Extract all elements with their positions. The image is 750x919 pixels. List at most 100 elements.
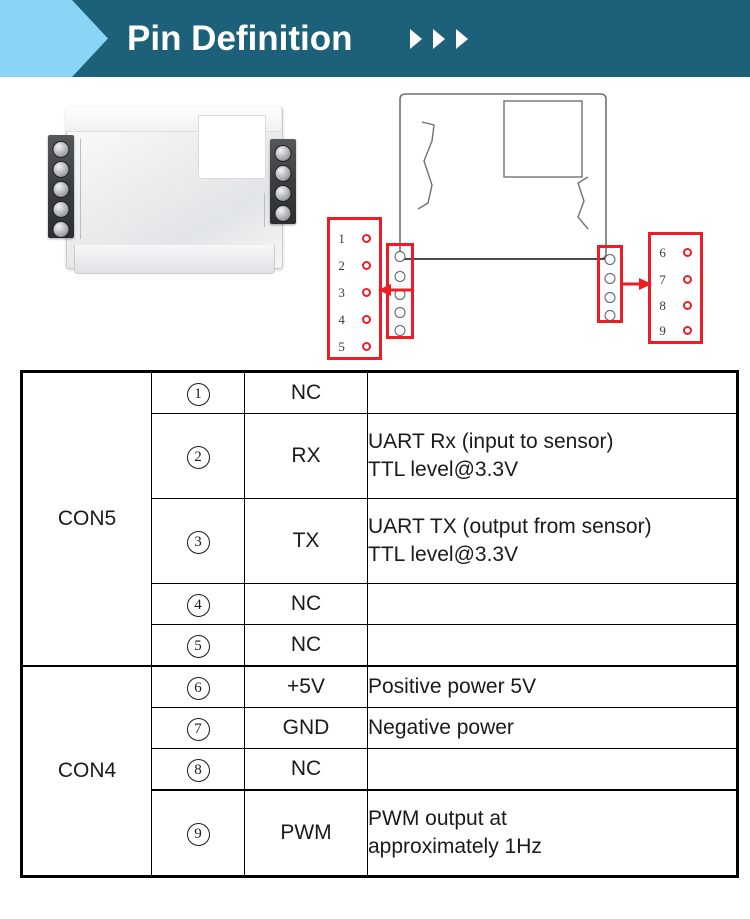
pin-hole-icon — [394, 325, 406, 336]
pin-dot-icon — [682, 274, 692, 284]
pin-dot-icon — [361, 314, 371, 324]
page-title: Pin Definition — [127, 18, 353, 58]
photo-wire — [80, 139, 81, 239]
description-line: PWM output at — [368, 807, 507, 831]
description-line: TTL level@3.3V — [368, 458, 519, 481]
screw-terminal-icon — [274, 205, 292, 222]
callout-box-con4: 6 7 8 9 — [648, 232, 703, 344]
description-line: approximately 1Hz — [368, 835, 542, 858]
table-row: 9 PWM PWM output at approximately 1Hz — [22, 789, 738, 877]
description-cell: Negative power — [367, 707, 738, 749]
chevron-group — [410, 28, 468, 49]
pin-number-cell: 3 — [151, 498, 245, 584]
group-label-con5: CON5 — [21, 371, 152, 667]
description-cell — [367, 624, 738, 667]
table-row: 4 NC — [22, 583, 738, 625]
description-cell — [367, 371, 738, 414]
group-label-con4: CON4 — [21, 665, 152, 877]
pin-dot-icon — [361, 260, 371, 270]
table-row: 3 TX UART TX (output from sensor) TTL le… — [22, 498, 738, 584]
screw-terminal-icon — [52, 201, 70, 218]
circled-number: 4 — [186, 594, 210, 617]
description-line: Positive power 5V — [368, 675, 537, 699]
pin-hole-icon — [604, 310, 616, 321]
circled-number: 9 — [186, 823, 210, 846]
signal-cell: NC — [244, 371, 368, 414]
screw-terminal-icon — [52, 181, 70, 198]
pin-hole-icon — [394, 251, 406, 262]
screw-terminal-icon — [274, 165, 292, 182]
signal-cell: TX — [244, 498, 368, 584]
callout-pin-number: 4 — [338, 311, 345, 327]
description-line: UART Rx (input to sensor) — [368, 430, 614, 454]
banner-arrow-shape — [0, 0, 108, 77]
callout-arrow-right-icon — [620, 278, 652, 290]
pin-definition-table-wrap: CON5 1 NC 2 RX UART Rx (input to sensor)… — [20, 370, 739, 878]
pin-dot-icon — [682, 300, 692, 310]
pin-dot-icon — [682, 325, 692, 335]
callout-arrow-left-icon — [378, 284, 411, 296]
pin-dot-icon — [361, 341, 371, 351]
pin-hole-icon — [394, 271, 406, 282]
circled-number: 2 — [186, 446, 210, 469]
signal-cell: NC — [244, 748, 368, 791]
sensor-module-photo — [48, 97, 298, 279]
pin-hole-icon — [394, 307, 406, 318]
description-cell: PWM output at approximately 1Hz — [367, 789, 738, 877]
pin-hole-icon — [604, 273, 616, 284]
figure-area: 1 2 3 4 5 6 7 8 — [0, 77, 750, 360]
callout-pin-number: 2 — [338, 257, 345, 273]
chevron-right-icon — [433, 28, 445, 49]
callout-pin-number: 1 — [338, 230, 345, 246]
signal-cell: GND — [244, 707, 368, 749]
table-row: 5 NC — [22, 624, 738, 667]
pin-dot-icon — [682, 247, 692, 257]
table-row: 7 GND Negative power — [22, 707, 738, 749]
pin-hole-icon — [604, 254, 616, 265]
callout-pin-number: 7 — [659, 271, 666, 287]
callout-pin-number: 6 — [659, 244, 666, 260]
table-row: CON5 1 NC — [21, 371, 738, 667]
table-row: CON4 6 +5V Positive power 5V — [21, 665, 738, 877]
pin-definition-table: CON5 1 NC 2 RX UART Rx (input to sensor)… — [20, 370, 739, 878]
pin-dot-icon — [361, 287, 371, 297]
screw-terminal-icon — [274, 145, 292, 162]
pin-number-cell: 7 — [151, 707, 245, 749]
callout-pin-number: 3 — [338, 284, 345, 300]
callout-pin-number: 8 — [659, 297, 666, 313]
description-cell: UART TX (output from sensor) TTL level@3… — [367, 498, 738, 584]
description-line: UART TX (output from sensor) — [368, 515, 652, 539]
photo-right-connector-block — [270, 139, 296, 224]
table-row: 2 RX UART Rx (input to sensor) TTL level… — [22, 413, 738, 499]
callout-pin-number: 9 — [659, 322, 666, 338]
description-line: TTL level@3.3V — [368, 543, 519, 566]
description-cell: UART Rx (input to sensor) TTL level@3.3V — [367, 413, 738, 499]
circled-number: 1 — [186, 383, 210, 406]
signal-cell: RX — [244, 413, 368, 499]
signal-cell: PWM — [244, 789, 368, 877]
pin-number-cell: 8 — [151, 748, 245, 791]
callout-pin-number: 5 — [338, 338, 345, 354]
circled-number: 6 — [186, 677, 210, 700]
signal-cell: +5V — [244, 665, 368, 708]
pin-number-cell: 4 — [151, 583, 245, 625]
page-header-banner: Pin Definition — [0, 0, 750, 77]
module-white-label — [198, 115, 266, 179]
signal-cell: NC — [244, 624, 368, 667]
photo-left-connector-block — [48, 135, 74, 238]
pin-number-cell: 1 — [151, 371, 245, 414]
screw-terminal-icon — [52, 161, 70, 178]
screw-terminal-icon — [274, 185, 292, 202]
chevron-right-icon — [456, 28, 468, 49]
circled-number: 5 — [186, 635, 210, 658]
screw-terminal-icon — [52, 221, 70, 238]
module-bottom-lip — [74, 245, 275, 274]
circled-number: 7 — [186, 718, 210, 741]
chevron-right-icon — [410, 28, 422, 49]
pin-number-cell: 5 — [151, 624, 245, 667]
photo-wire — [264, 193, 265, 227]
schematic-outline-svg — [399, 93, 607, 260]
description-cell: Positive power 5V — [367, 665, 738, 708]
description-cell — [367, 583, 738, 625]
circled-number: 8 — [186, 759, 210, 782]
